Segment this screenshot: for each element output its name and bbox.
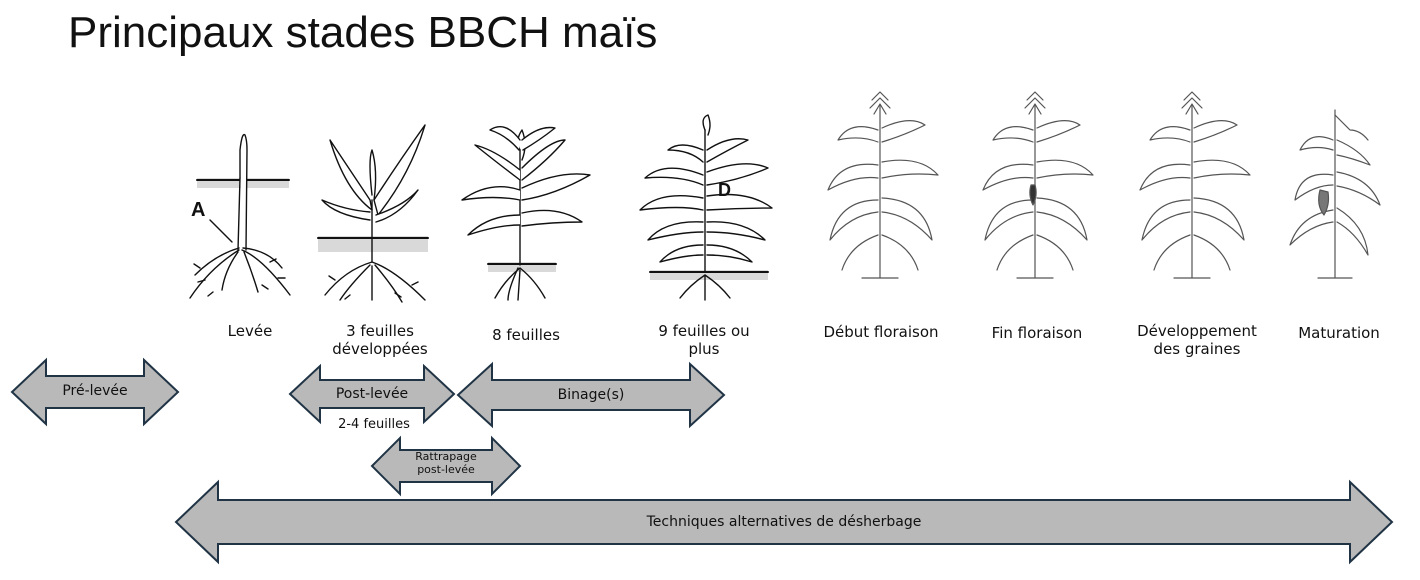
arrow-shapes — [10, 357, 1394, 565]
arrow-sublabel-2-4-feuilles: 2-4 feuilles — [338, 417, 410, 432]
arrow-post-levee-shape — [288, 363, 456, 425]
plant-9-feuilles-illustration — [639, 114, 773, 301]
arrow-label-rattrapage-line2: post-levée — [417, 463, 475, 476]
plant-3-feuilles-illustration — [317, 124, 429, 303]
stage-label-8-feuilles: 8 feuilles — [492, 326, 560, 344]
stage-label-maturation: Maturation — [1298, 324, 1380, 342]
arrow-label-techniques: Techniques alternatives de désherbage — [646, 514, 922, 530]
arrow-binage-shape — [456, 361, 726, 429]
stage-label-debut-floraison: Début floraison — [823, 323, 939, 341]
arrow-rattrapage-shape — [370, 435, 522, 497]
stage-label-3-feuilles: 3 feuilles développées — [332, 322, 428, 358]
plant-debut-floraison-illustration — [827, 91, 939, 279]
arrow-label-rattrapage-line1: Rattrapage — [415, 450, 477, 463]
stage-label-developpement-graines: Développement des graines — [1137, 322, 1257, 358]
plant-developpement-graines-illustration — [1139, 91, 1251, 279]
stage-label-levee: Levée — [227, 322, 273, 340]
stage-label-9-feuilles: 9 feuilles ou plus — [658, 322, 750, 358]
plant-fin-floraison-illustration — [982, 91, 1094, 279]
arrow-label-post-levee: Post-levée — [335, 386, 409, 402]
arrow-techniques-shape — [174, 479, 1394, 565]
arrow-pre-levee-shape — [10, 357, 180, 427]
marker-a: A — [191, 199, 205, 221]
marker-d: D — [718, 180, 731, 200]
plant-maturation-illustration — [1289, 109, 1381, 279]
plant-8-feuilles-illustration — [461, 126, 591, 301]
page-title: Principaux stades BBCH maïs — [68, 8, 658, 57]
arrow-label-pre-levee: Pré-levée — [62, 383, 128, 399]
stage-label-fin-floraison: Fin floraison — [991, 324, 1083, 342]
plant-levee-illustration — [189, 133, 291, 299]
arrow-label-rattrapage: Rattrapage post-levée — [392, 450, 500, 476]
arrow-label-binage: Binage(s) — [557, 387, 625, 403]
